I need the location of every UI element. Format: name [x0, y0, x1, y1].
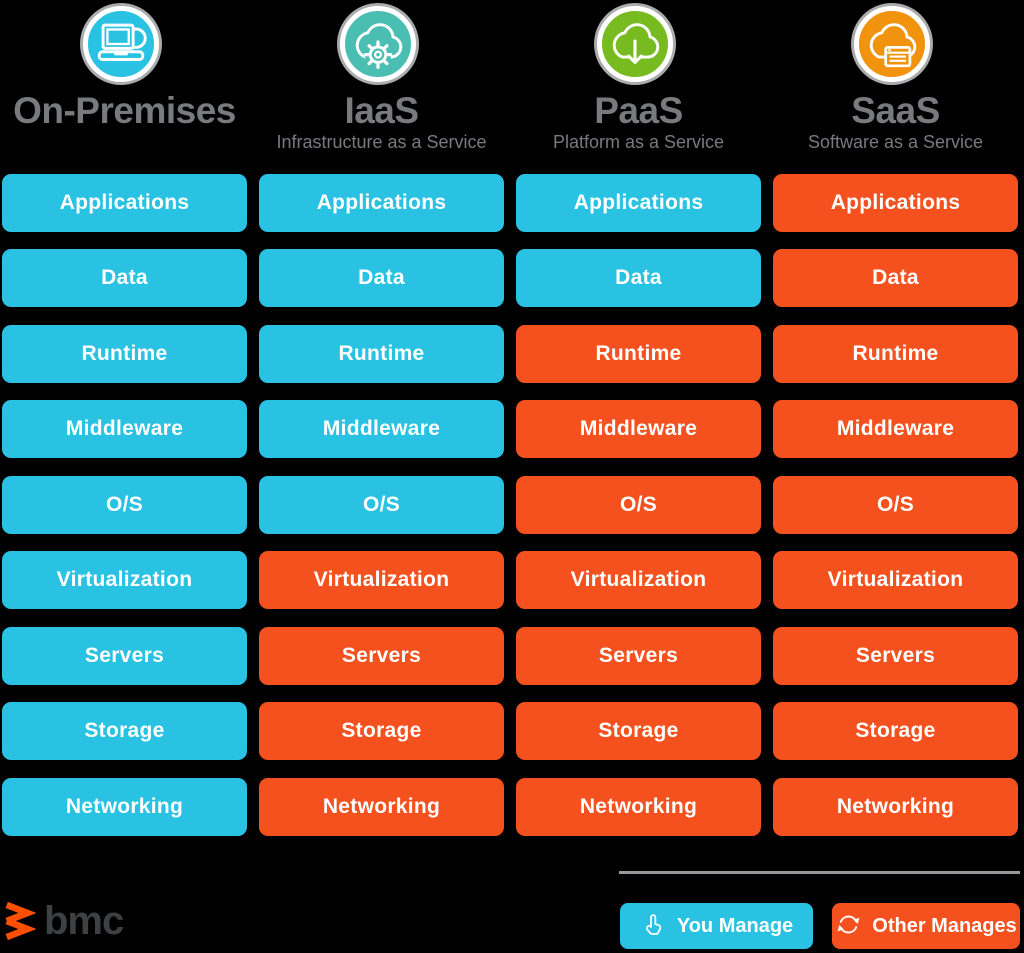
grid-cell: O/S: [2, 476, 247, 534]
grid-cell-label: Middleware: [65, 417, 184, 440]
grid-cell: Servers: [773, 627, 1018, 685]
bmc-logo-text: bmc: [44, 899, 124, 943]
grid-cell-label: Networking: [836, 795, 955, 818]
grid-cell-label: Storage: [598, 719, 679, 742]
grid-cell: Servers: [2, 627, 247, 685]
grid-cell-label: Data: [101, 266, 148, 289]
grid-cell: Data: [259, 249, 504, 307]
grid-cell-label: Runtime: [81, 342, 168, 365]
grid-cell-label: Storage: [341, 719, 422, 742]
grid-cell: Middleware: [259, 400, 504, 458]
grid-cell-label: Virtualization: [570, 568, 707, 591]
grid-cell-label: Virtualization: [56, 568, 193, 591]
column-title: IaaS: [344, 90, 419, 131]
grid-cell: Runtime: [516, 325, 761, 383]
grid-cell-label: O/S: [362, 493, 401, 516]
grid-cell: Storage: [516, 702, 761, 760]
grid-cell-label: Middleware: [836, 417, 955, 440]
legend-divider: [619, 871, 1020, 874]
grid-cell: Servers: [259, 627, 504, 685]
grid-cell-label: Virtualization: [827, 568, 964, 591]
cloud-window-icon: [854, 6, 930, 82]
grid-cell-label: Servers: [84, 644, 165, 667]
grid-cell-label: Networking: [579, 795, 698, 818]
grid-cell-label: Middleware: [322, 417, 441, 440]
grid-cell-label: Servers: [341, 644, 422, 667]
cloud-download-icon: [597, 6, 673, 82]
grid-cell-label: Data: [872, 266, 919, 289]
bmc-logo: bmc: [2, 898, 124, 944]
grid-cell-label: Servers: [855, 644, 936, 667]
refresh-icon: [835, 911, 862, 941]
grid-cell-label: Applications: [59, 191, 190, 214]
grid-cell: Runtime: [259, 325, 504, 383]
column-title: On-Premises: [13, 90, 236, 131]
column-subtitle: Infrastructure as a Service: [276, 132, 487, 152]
grid-cell: Servers: [516, 627, 761, 685]
grid-cell-label: Data: [615, 266, 662, 289]
grid-cell-label: Applications: [316, 191, 447, 214]
grid-cell-label: Runtime: [338, 342, 425, 365]
other-manages-label: Other Manages: [872, 914, 1017, 937]
hand-point-icon: [640, 911, 667, 941]
grid-cell: Virtualization: [773, 551, 1018, 609]
grid-cell: Applications: [259, 174, 504, 232]
column-title: PaaS: [594, 90, 683, 131]
laptop-disc-icon: [83, 6, 159, 82]
grid-cell: O/S: [516, 476, 761, 534]
grid-cell: Middleware: [2, 400, 247, 458]
grid-cell: Networking: [2, 778, 247, 836]
grid-cell-label: Networking: [65, 795, 184, 818]
grid-cell: O/S: [773, 476, 1018, 534]
grid-cell-label: Virtualization: [313, 568, 450, 591]
grid-cell: Networking: [259, 778, 504, 836]
column-subtitle: Software as a Service: [807, 132, 984, 152]
grid-cell-label: Applications: [830, 191, 961, 214]
grid-cell-label: Networking: [322, 795, 441, 818]
you-manage-legend-button[interactable]: You Manage: [620, 903, 813, 949]
column-subtitle: Platform as a Service: [552, 132, 725, 152]
grid-cell: O/S: [259, 476, 504, 534]
column-title: SaaS: [851, 90, 940, 131]
grid-cell: Storage: [2, 702, 247, 760]
grid-cell-label: Runtime: [852, 342, 939, 365]
grid-cell-label: Data: [358, 266, 405, 289]
grid-cell: Data: [773, 249, 1018, 307]
grid-cell: Virtualization: [259, 551, 504, 609]
bmc-logo-icon: [5, 901, 36, 941]
cloud-gear-icon: [340, 6, 416, 82]
grid-cell: Applications: [516, 174, 761, 232]
grid-cell: Data: [516, 249, 761, 307]
other-manages-legend-button[interactable]: Other Manages: [832, 903, 1020, 949]
grid-cell: Networking: [773, 778, 1018, 836]
grid-cell-label: O/S: [105, 493, 144, 516]
grid-cell: Runtime: [2, 325, 247, 383]
grid-cell: Virtualization: [2, 551, 247, 609]
grid-cell-label: Middleware: [579, 417, 698, 440]
grid-cell: Applications: [2, 174, 247, 232]
grid-cell: Storage: [259, 702, 504, 760]
grid-cell-label: O/S: [619, 493, 658, 516]
grid-cell: Runtime: [773, 325, 1018, 383]
grid-cell: Networking: [516, 778, 761, 836]
grid-cell: Storage: [773, 702, 1018, 760]
grid-cell-label: Servers: [598, 644, 679, 667]
grid-cell: Applications: [773, 174, 1018, 232]
grid-cell: Virtualization: [516, 551, 761, 609]
grid-cell-label: O/S: [876, 493, 915, 516]
grid-cell: Data: [2, 249, 247, 307]
you-manage-label: You Manage: [676, 914, 794, 937]
grid-cell: Middleware: [773, 400, 1018, 458]
grid-cell-label: Applications: [573, 191, 704, 214]
grid-cell: Middleware: [516, 400, 761, 458]
grid-cell-label: Runtime: [595, 342, 682, 365]
grid-cell-label: Storage: [855, 719, 936, 742]
grid-cell-label: Storage: [84, 719, 165, 742]
